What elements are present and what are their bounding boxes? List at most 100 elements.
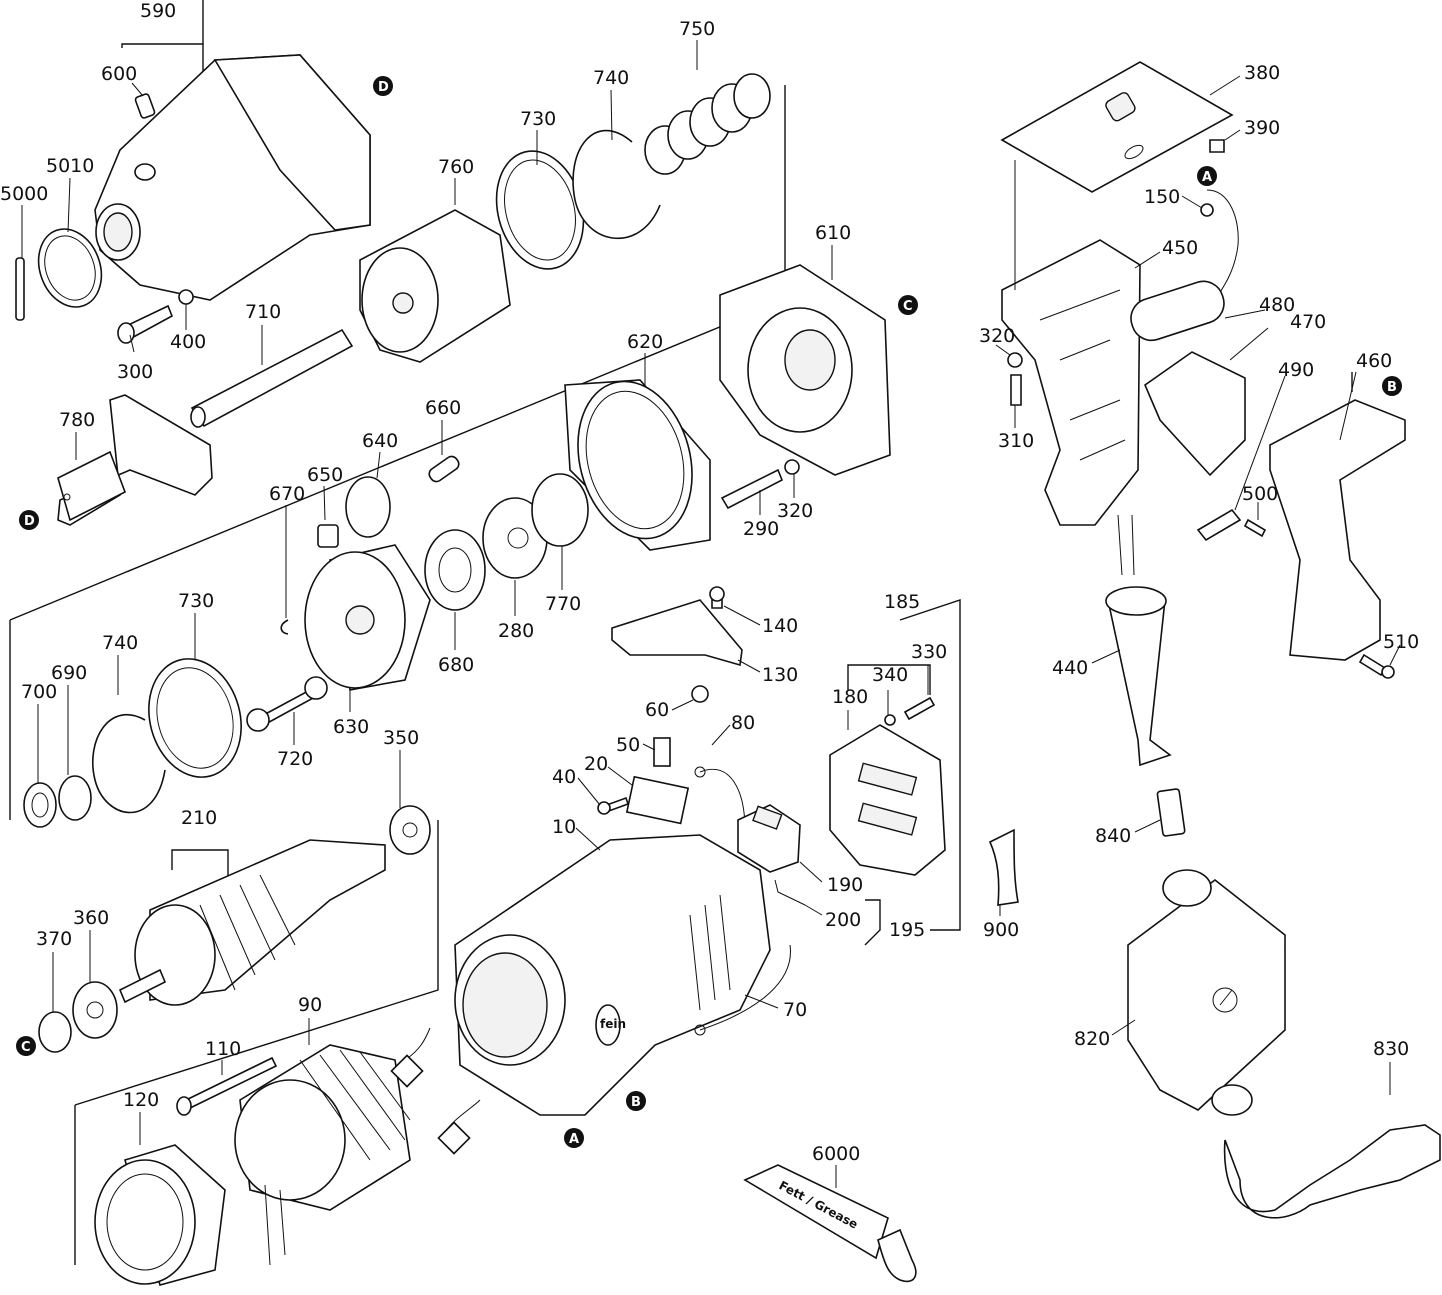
part-440-cable-sleeve <box>1105 514 1172 767</box>
part-10-motor-housing: fein <box>454 834 771 1116</box>
marker-b-handle: B <box>1382 376 1402 396</box>
part-310-screw <box>1010 374 1022 406</box>
label-40: 40 <box>552 766 576 788</box>
label-10: 10 <box>552 816 576 838</box>
label-450: 450 <box>1162 237 1198 259</box>
part-740-circlip-top <box>572 129 661 240</box>
label-490: 490 <box>1278 359 1314 381</box>
part-320-washer <box>784 459 800 475</box>
label-470: 470 <box>1290 311 1326 333</box>
part-390-screw <box>1209 139 1225 153</box>
part-60-screw <box>691 685 709 703</box>
part-780-anvil <box>57 394 213 526</box>
label-740-top: 740 <box>593 67 629 89</box>
svg-text:C: C <box>903 299 913 314</box>
part-360-bearing <box>72 981 118 1039</box>
label-740-lower: 740 <box>102 632 138 654</box>
part-labels: 590 600 5010 5000 300 400 710 780 750 74… <box>0 0 1419 1165</box>
part-650-needle-bearing <box>317 524 339 548</box>
label-320-right: 320 <box>979 325 1015 347</box>
label-700: 700 <box>21 681 57 703</box>
label-120: 120 <box>123 1089 159 1111</box>
svg-text:B: B <box>1387 380 1397 395</box>
part-740-circlip-lower <box>92 713 166 814</box>
part-110-screw <box>176 1056 278 1116</box>
label-5010: 5010 <box>46 155 94 177</box>
label-500: 500 <box>1242 483 1278 505</box>
label-370: 370 <box>36 928 72 950</box>
marker-a-handle: A <box>1197 166 1217 186</box>
svg-text:D: D <box>24 514 35 529</box>
label-210: 210 <box>181 807 217 829</box>
label-480: 480 <box>1259 294 1295 316</box>
label-5000: 5000 <box>0 183 48 205</box>
label-20: 20 <box>584 753 608 775</box>
label-820: 820 <box>1074 1028 1110 1050</box>
label-900: 900 <box>983 919 1019 941</box>
part-590-gear-housing <box>94 54 371 301</box>
part-610-flange <box>719 264 891 476</box>
marker-d-top: D <box>373 76 393 96</box>
label-730-lower: 730 <box>178 590 214 612</box>
label-200: 200 <box>825 909 861 931</box>
label-770: 770 <box>545 593 581 615</box>
marker-c-left: C <box>16 1036 36 1056</box>
label-185: 185 <box>884 591 920 613</box>
marker-a-housing: A <box>564 1128 584 1148</box>
part-900-label <box>988 828 1019 906</box>
part-70-cable <box>699 944 791 1031</box>
part-400-lock-washer <box>178 289 194 305</box>
part-670-clip <box>280 619 289 635</box>
label-330: 330 <box>911 641 947 663</box>
part-830-cable-plug <box>1223 1124 1441 1219</box>
label-650: 650 <box>307 464 343 486</box>
label-600: 600 <box>101 63 137 85</box>
part-380-handle-cover <box>1000 61 1234 193</box>
part-6000-grease-tube: Fett / Grease <box>743 1164 917 1282</box>
part-600-set-screw <box>134 93 156 119</box>
part-370-seal <box>38 1011 72 1053</box>
label-320-top: 320 <box>777 500 813 522</box>
label-110: 110 <box>205 1038 241 1060</box>
label-640: 640 <box>362 430 398 452</box>
part-130-cover <box>611 599 743 667</box>
label-280: 280 <box>498 620 534 642</box>
svg-text:A: A <box>569 1132 579 1147</box>
label-380: 380 <box>1244 62 1280 84</box>
part-300-bolt <box>117 304 174 344</box>
label-760: 760 <box>438 156 474 178</box>
label-180: 180 <box>832 686 868 708</box>
label-590: 590 <box>140 0 176 22</box>
part-480-capacitor <box>1130 280 1225 342</box>
part-180-bracket <box>829 724 946 876</box>
label-460: 460 <box>1356 350 1392 372</box>
label-90: 90 <box>298 994 322 1016</box>
part-510-screw <box>1358 653 1387 677</box>
part-290-screw <box>720 468 784 510</box>
label-510: 510 <box>1383 631 1419 653</box>
label-80: 80 <box>731 712 755 734</box>
marker-c-right: C <box>898 295 918 315</box>
label-290: 290 <box>743 518 779 540</box>
part-680-bearing <box>424 529 486 611</box>
label-300: 300 <box>117 361 153 383</box>
label-150: 150 <box>1144 186 1180 208</box>
part-620-ring-gear <box>564 379 711 551</box>
part-5010-o-ring <box>37 228 103 308</box>
label-620: 620 <box>627 331 663 353</box>
label-680: 680 <box>438 654 474 676</box>
label-750: 750 <box>679 18 715 40</box>
part-690-needle-cage <box>58 775 92 821</box>
marker-d-left: D <box>19 510 39 530</box>
marker-b-housing: B <box>626 1091 646 1111</box>
label-6000: 6000 <box>812 1143 860 1165</box>
svg-text:C: C <box>21 1040 31 1055</box>
label-130: 130 <box>762 664 798 686</box>
label-140: 140 <box>762 615 798 637</box>
part-320-washer-right <box>1007 352 1023 368</box>
label-660: 660 <box>425 397 461 419</box>
fein-logo: fein <box>600 1017 626 1031</box>
part-90-field-coil <box>234 1027 481 1266</box>
svg-text:B: B <box>631 1095 641 1110</box>
